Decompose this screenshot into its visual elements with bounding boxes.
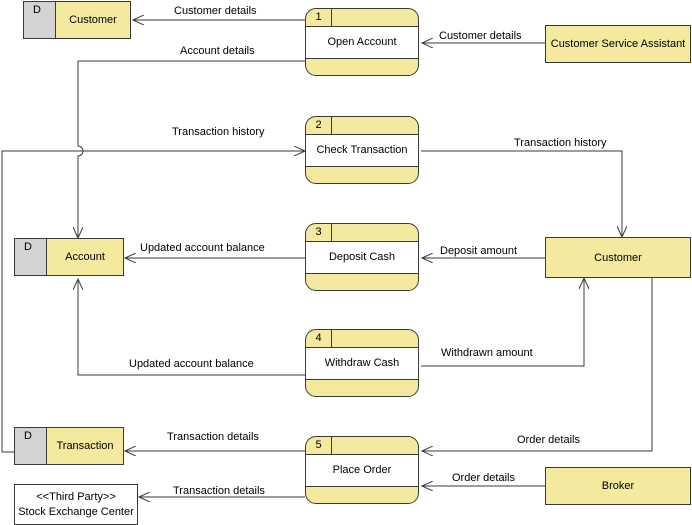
flow-label: Updated account balance [129, 358, 254, 370]
process-id: 3 [306, 224, 332, 242]
process-deposit-cash[interactable]: 3 Deposit Cash [305, 223, 419, 291]
data-store-name: Transaction [56, 440, 114, 452]
entity-label: Customer Service Assistant [550, 38, 686, 50]
data-store-customer[interactable]: D Customer [23, 1, 131, 39]
data-store-account[interactable]: D Account [14, 238, 124, 276]
data-store-transaction[interactable]: D Transaction [14, 427, 124, 465]
process-name: Open Account [306, 27, 418, 59]
process-place-order[interactable]: 5 Place Order [305, 436, 419, 504]
flow-label: Transaction details [173, 485, 265, 497]
entity-label: Customer [594, 251, 642, 264]
flow-label: Updated account balance [140, 242, 265, 254]
entity-customer-service-assistant[interactable]: Customer Service Assistant [545, 25, 691, 63]
flow-label: Transaction history [514, 137, 607, 149]
flow-label: Order details [517, 434, 580, 446]
data-store-id: D [15, 428, 47, 464]
process-id: 2 [306, 117, 332, 135]
process-open-account[interactable]: 1 Open Account [305, 8, 419, 76]
data-store-id: D [15, 239, 47, 275]
flow-transaction-store-to-check [1, 151, 305, 453]
data-store-id: D [24, 2, 56, 38]
process-id: 1 [306, 9, 332, 27]
flow-label: Account details [180, 45, 255, 57]
process-withdraw-cash[interactable]: 4 Withdraw Cash [305, 329, 419, 397]
data-store-name: Customer [69, 14, 117, 26]
entity-stock-exchange-center[interactable]: <<Third Party>> Stock Exchange Center [14, 484, 138, 525]
flow-withdraw-to-customer [421, 278, 584, 367]
flow-check-to-customer [421, 150, 622, 237]
flow-label: Transaction history [172, 126, 265, 138]
flow-withdraw-to-account-store [78, 279, 305, 376]
entity-customer[interactable]: Customer [545, 237, 691, 278]
flow-customer-to-place-order [422, 278, 653, 451]
flow-label: Deposit amount [440, 245, 518, 257]
flow-label: Customer details [174, 5, 257, 17]
entity-stereotype: <<Third Party>> [36, 490, 116, 503]
entity-label: Stock Exchange Center [18, 505, 134, 518]
process-name: Deposit Cash [306, 242, 418, 274]
process-check-transaction[interactable]: 2 Check Transaction [305, 116, 419, 184]
process-id: 5 [306, 437, 332, 455]
process-id: 4 [306, 330, 332, 348]
entity-broker[interactable]: Broker [545, 467, 691, 505]
process-name: Place Order [306, 455, 418, 487]
process-name: Withdraw Cash [306, 348, 418, 380]
process-name: Check Transaction [306, 135, 418, 167]
data-store-name: Account [65, 251, 105, 263]
flow-label: Order details [452, 472, 515, 484]
flow-label: Customer details [439, 30, 522, 42]
flow-label: Transaction details [167, 431, 259, 443]
flow-label: Withdrawn amount [441, 347, 533, 359]
flow-open-account-to-account-store [78, 60, 305, 238]
entity-label: Broker [601, 480, 635, 492]
